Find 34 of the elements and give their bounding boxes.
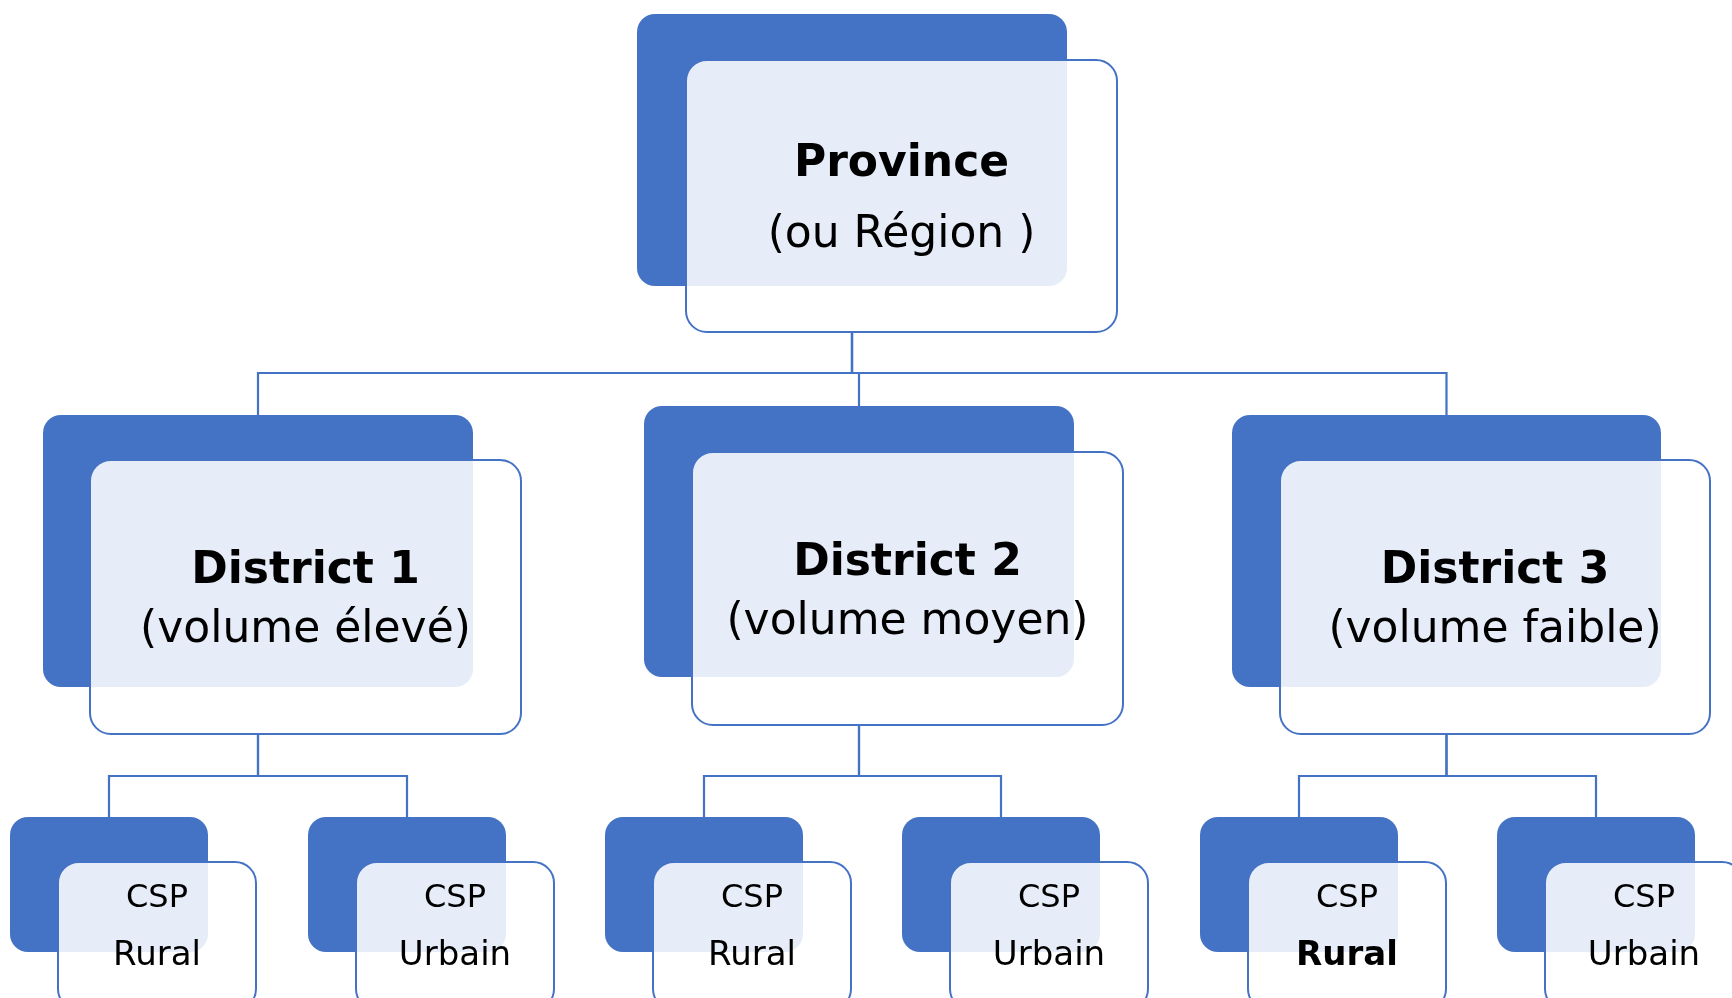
org-chart-node <box>637 14 1118 333</box>
node-subtitle: (ou Région ) <box>767 206 1036 257</box>
node-title: CSP <box>721 877 783 915</box>
org-chart-node <box>1200 817 1447 998</box>
org-chart-node <box>1497 817 1732 998</box>
node-title: CSP <box>424 877 486 915</box>
connector-line <box>850 333 1448 415</box>
node-subtitle: Rural <box>708 933 796 973</box>
node-subtitle: (volume faible) <box>1328 601 1662 652</box>
node-title: CSP <box>1018 877 1080 915</box>
org-chart-node <box>43 415 522 735</box>
connector-line <box>857 726 1003 817</box>
org-chart-node <box>644 406 1124 726</box>
node-subtitle: Urbain <box>398 933 512 973</box>
node-title: District 2 <box>793 533 1022 585</box>
org-chart-node <box>605 817 852 998</box>
org-chart-node <box>902 817 1149 998</box>
org-chart-node <box>308 817 555 998</box>
connector-line <box>256 735 409 817</box>
node-title: CSP <box>1613 877 1675 915</box>
node-subtitle: Rural <box>1296 933 1398 973</box>
node-subtitle: (volume moyen) <box>726 592 1089 644</box>
node-title: CSP <box>1316 877 1378 915</box>
org-chart-node <box>1232 415 1711 735</box>
node-subtitle: (volume élevé) <box>140 601 471 652</box>
node-subtitle: Rural <box>113 933 201 973</box>
org-chart-node <box>10 817 257 998</box>
node-title: District 1 <box>191 542 420 593</box>
node-subtitle: Urbain <box>992 933 1106 973</box>
node-title: CSP <box>126 877 188 915</box>
connector-line <box>1445 735 1598 817</box>
node-title: District 3 <box>1380 542 1610 593</box>
node-subtitle: Urbain <box>1587 933 1701 973</box>
node-title: Province <box>793 135 1010 186</box>
